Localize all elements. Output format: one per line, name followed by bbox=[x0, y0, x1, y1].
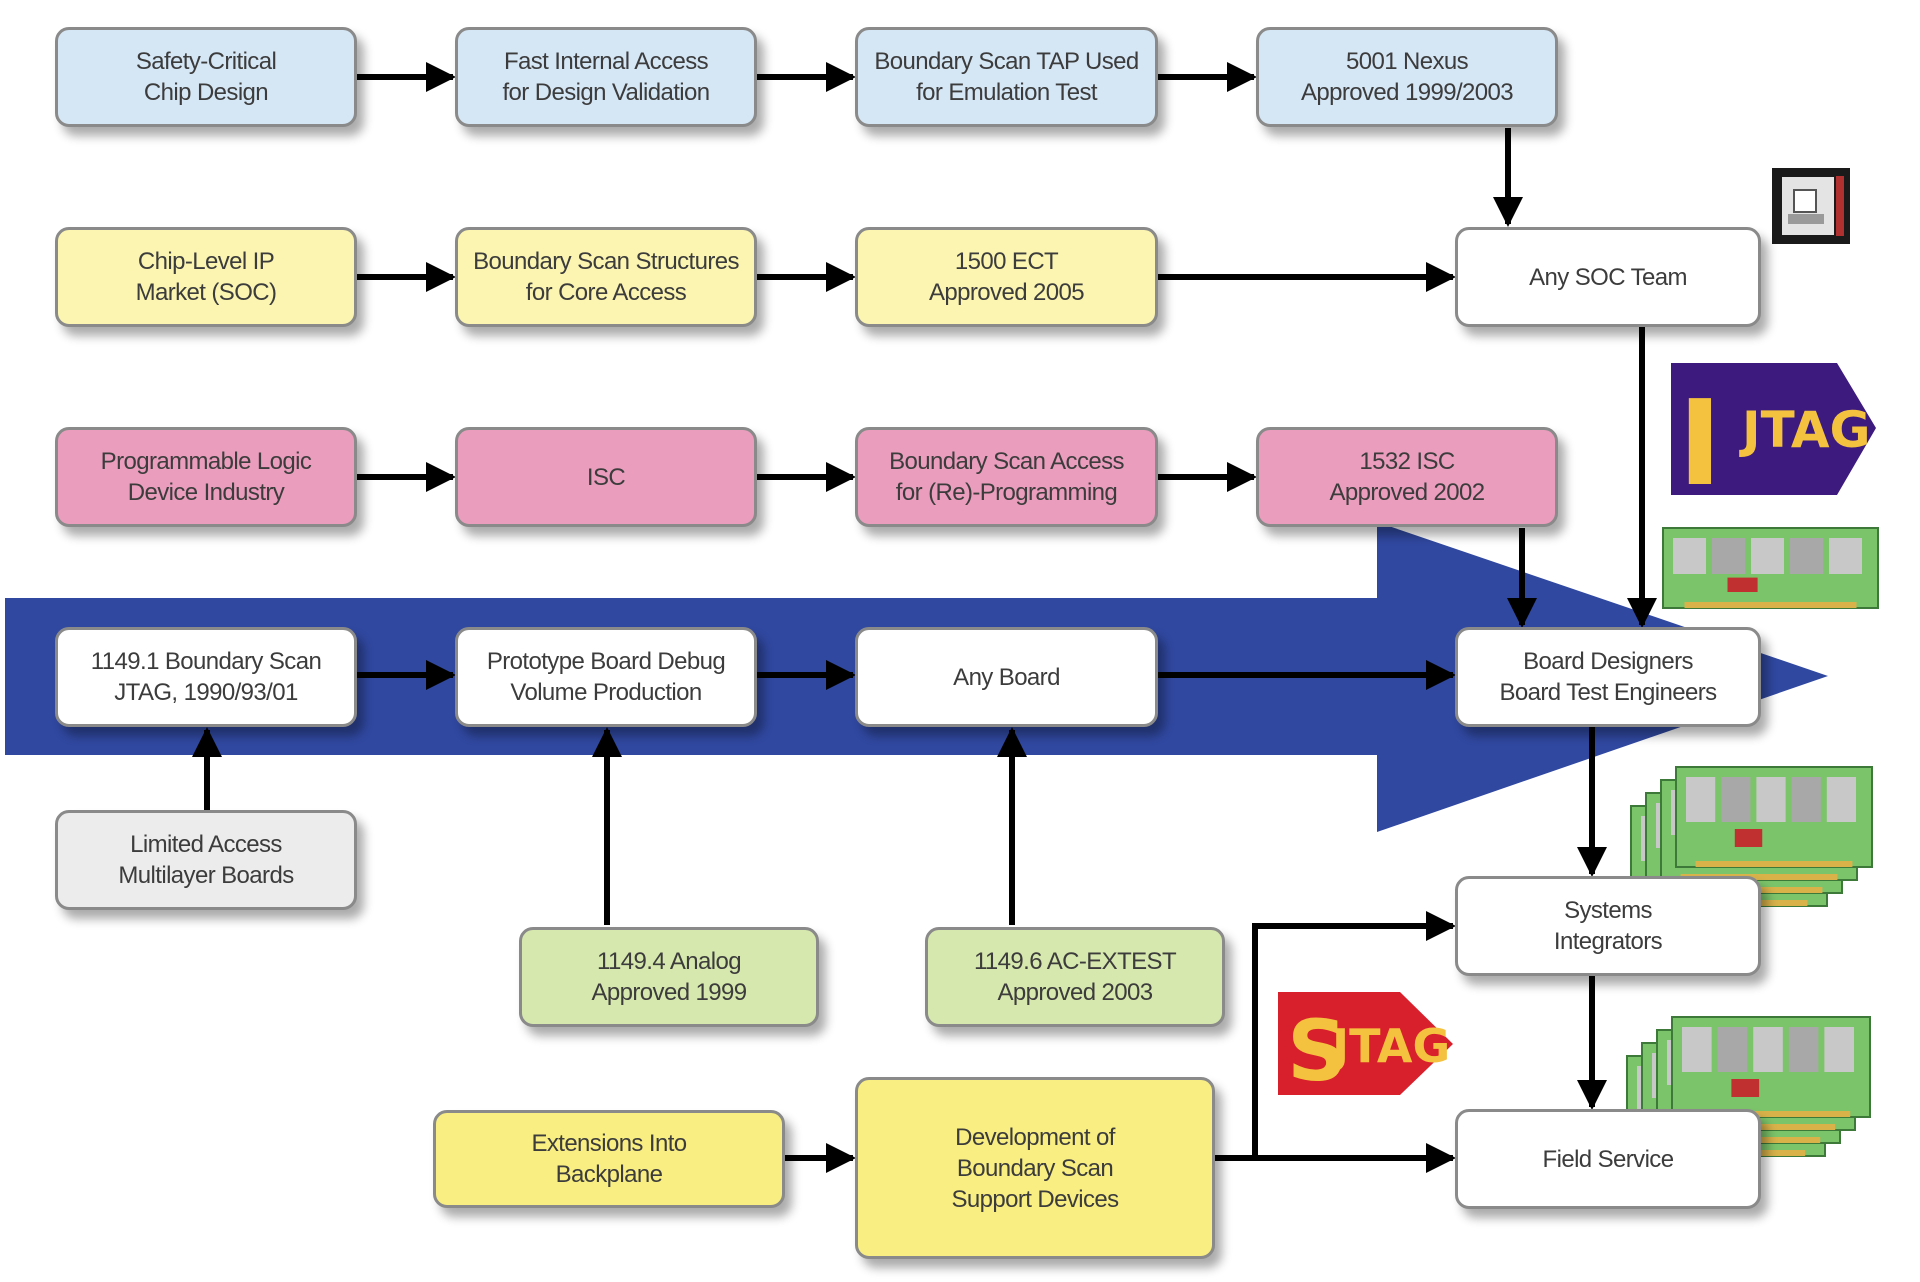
sjtag-badge: S JTAG bbox=[1278, 992, 1453, 1100]
isc-box: ISC bbox=[455, 427, 757, 527]
safety-critical-chip-design-box: Safety-Critical Chip Design bbox=[55, 27, 357, 127]
pld-industry-box: Programmable Logic Device Industry bbox=[55, 427, 357, 527]
isc-standard-box: 1532 ISC Approved 2002 bbox=[1256, 427, 1558, 527]
prototype-board-debug-box: Prototype Board Debug Volume Production bbox=[455, 627, 757, 727]
fast-internal-access-box: Fast Internal Access for Design Validati… bbox=[455, 27, 757, 127]
sjtag-text: JTAG bbox=[1329, 1019, 1450, 1073]
ect-standard-box: 1500 ECT Approved 2005 bbox=[855, 227, 1158, 327]
circuit-board-icon bbox=[1662, 527, 1879, 609]
any-board-box: Any Board bbox=[855, 627, 1158, 727]
ijtag-text: JTAG bbox=[1739, 401, 1871, 459]
chip-level-ip-market-box: Chip-Level IP Market (SOC) bbox=[55, 227, 357, 327]
board-designers-box: Board Designers Board Test Engineers bbox=[1455, 627, 1761, 727]
ijtag-badge: I JTAG bbox=[1671, 363, 1876, 512]
circuit-board-icon bbox=[1671, 1016, 1871, 1118]
jtag-boundary-scan-box: 1149.1 Boundary Scan JTAG, 1990/93/01 bbox=[55, 627, 357, 727]
reprogramming-access-box: Boundary Scan Access for (Re)-Programmin… bbox=[855, 427, 1158, 527]
ijtag-initial: I bbox=[1678, 374, 1722, 512]
support-devices-box: Development of Boundary Scan Support Dev… bbox=[855, 1077, 1215, 1259]
field-service-box: Field Service bbox=[1455, 1109, 1761, 1209]
any-soc-team-box: Any SOC Team bbox=[1455, 227, 1761, 327]
sjtag-initial: S bbox=[1287, 1002, 1348, 1100]
connector-arrows bbox=[192, 62, 1657, 1173]
multilayer-boards-box: Limited Access Multilayer Boards bbox=[55, 810, 357, 910]
circuit-board-icon bbox=[1675, 766, 1873, 868]
backplane-extensions-box: Extensions Into Backplane bbox=[433, 1110, 785, 1208]
ac-extest-standard-box: 1149.6 AC-EXTEST Approved 2003 bbox=[925, 927, 1225, 1027]
systems-integrators-box: Systems Integrators bbox=[1455, 876, 1761, 976]
core-access-structures-box: Boundary Scan Structures for Core Access bbox=[455, 227, 757, 327]
connector-line bbox=[1252, 911, 1456, 1158]
nexus-standard-box: 5001 Nexus Approved 1999/2003 bbox=[1256, 27, 1558, 127]
analog-standard-box: 1149.4 Analog Approved 1999 bbox=[519, 927, 819, 1027]
chip-icon bbox=[1772, 168, 1850, 244]
tap-emulation-test-box: Boundary Scan TAP Used for Emulation Tes… bbox=[855, 27, 1158, 127]
